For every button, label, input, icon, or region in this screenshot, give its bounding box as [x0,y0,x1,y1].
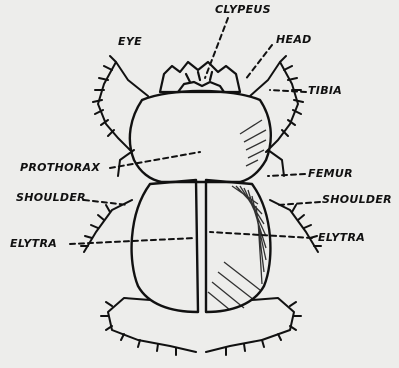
label-shoulder-right: SHOULDER [322,194,392,206]
leader-femur [268,174,305,176]
label-head: HEAD [276,34,312,46]
front-leg-right [250,56,303,152]
label-elytra-left: ELYTRA [10,238,57,250]
label-eye: EYE [118,36,142,48]
label-prothorax: PROTHORAX [20,162,100,174]
leader-prothorax [110,152,200,168]
head-clypeus [160,62,240,92]
shoulder-right-mark [268,150,284,176]
hind-leg-left [101,298,196,355]
leader-shoulder-right [278,202,320,205]
shading [208,120,266,310]
label-shoulder-left: SHOULDER [16,192,86,204]
label-tibia: TIBIA [308,85,342,97]
leader-head [245,45,272,80]
label-femur: FEMUR [308,168,353,180]
prothorax-shield [130,91,271,182]
elytron-left [132,180,198,312]
label-clypeus: CLYPEUS [215,4,271,16]
middle-leg-left [81,200,132,252]
hind-leg-right [206,298,301,355]
label-elytra-right: ELYTRA [318,232,365,244]
middle-leg-right [270,200,321,252]
